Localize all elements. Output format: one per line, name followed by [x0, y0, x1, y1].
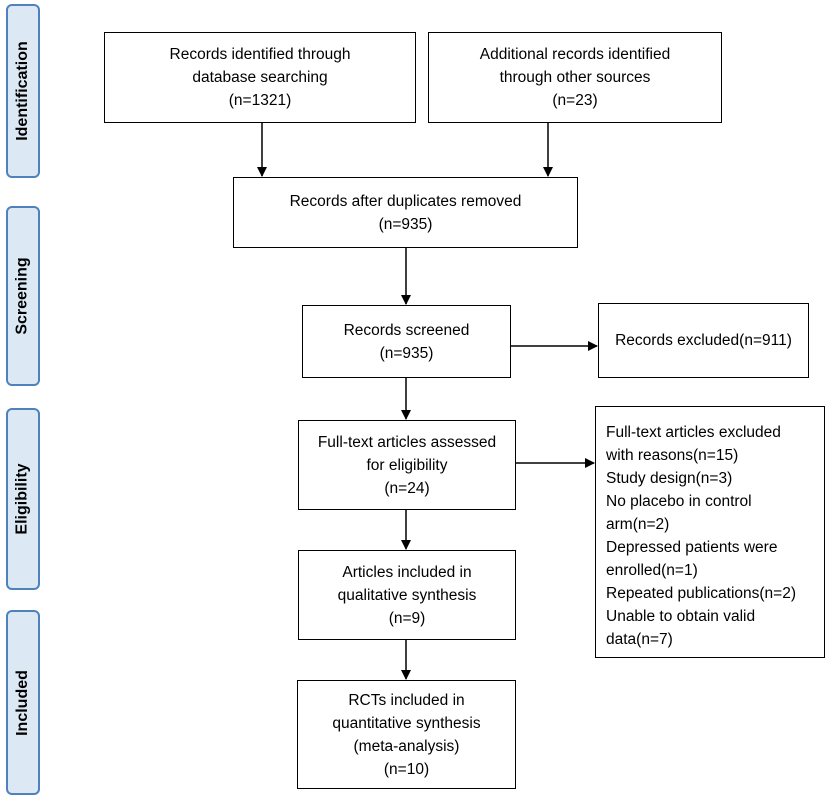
box-qualitative-synthesis: Articles included in qualitative synthes…	[298, 550, 516, 640]
box-line: Additional records identified	[479, 46, 671, 63]
box-quantitative-synthesis: RCTs included in quantitative synthesis …	[297, 680, 516, 789]
box-duplicates-removed: Records after duplicates removed (n=935)	[233, 177, 578, 248]
reason-line: enrolled(n=1)	[606, 562, 698, 579]
phase-eligibility: Eligibility	[6, 408, 40, 590]
reason-line: Repeated publications(n=2)	[606, 585, 797, 602]
box-database-records: Records identified through database sear…	[104, 32, 416, 123]
box-line: database searching	[192, 69, 328, 86]
box-line: RCTs included in	[348, 691, 465, 709]
reason-line: No placebo in control	[606, 493, 752, 510]
phase-screening: Screening	[6, 206, 40, 386]
reason-line: arm(n=2)	[606, 516, 670, 533]
box-line: (n=23)	[552, 92, 598, 109]
box-line: Records identified through	[169, 46, 351, 63]
box-line: (n=935)	[378, 215, 433, 233]
box-line: Records excluded(n=911)	[615, 332, 792, 349]
box-line: (n=10)	[383, 760, 430, 778]
box-line: through other sources	[499, 69, 651, 86]
box-records-screened: Records screened (n=935)	[302, 305, 511, 378]
box-line: for eligibility	[366, 456, 448, 474]
box-line: with reasons(n=15)	[606, 447, 739, 464]
reason-line: Study design(n=3)	[606, 470, 733, 487]
box-records-excluded: Records excluded(n=911)	[598, 303, 809, 378]
box-line: (meta-analysis)	[353, 737, 460, 755]
box-line: (n=1321)	[228, 92, 292, 109]
box-other-records: Additional records identified through ot…	[428, 32, 722, 123]
reason-line: Depressed patients were	[606, 539, 778, 556]
box-fulltext-excluded: Full-text articles excluded with reasons…	[595, 406, 825, 658]
box-line: Full-text articles excluded	[606, 424, 781, 441]
box-line: quantitative synthesis	[332, 714, 481, 732]
box-line: qualitative synthesis	[337, 586, 477, 604]
box-line: (n=9)	[388, 609, 426, 627]
box-line: (n=935)	[379, 344, 434, 362]
box-line: Articles included in	[342, 563, 472, 581]
box-line: (n=24)	[384, 479, 430, 497]
box-line: Full-text articles assessed	[317, 433, 497, 451]
box-line: Records screened	[343, 321, 470, 339]
phase-identification: Identification	[6, 4, 40, 178]
box-line: Records after duplicates removed	[289, 192, 522, 210]
reason-line: data(n=7)	[606, 631, 673, 648]
phase-included: Included	[6, 610, 40, 795]
reason-line: Unable to obtain valid	[606, 608, 756, 625]
box-fulltext-assessed: Full-text articles assessed for eligibil…	[298, 420, 516, 510]
